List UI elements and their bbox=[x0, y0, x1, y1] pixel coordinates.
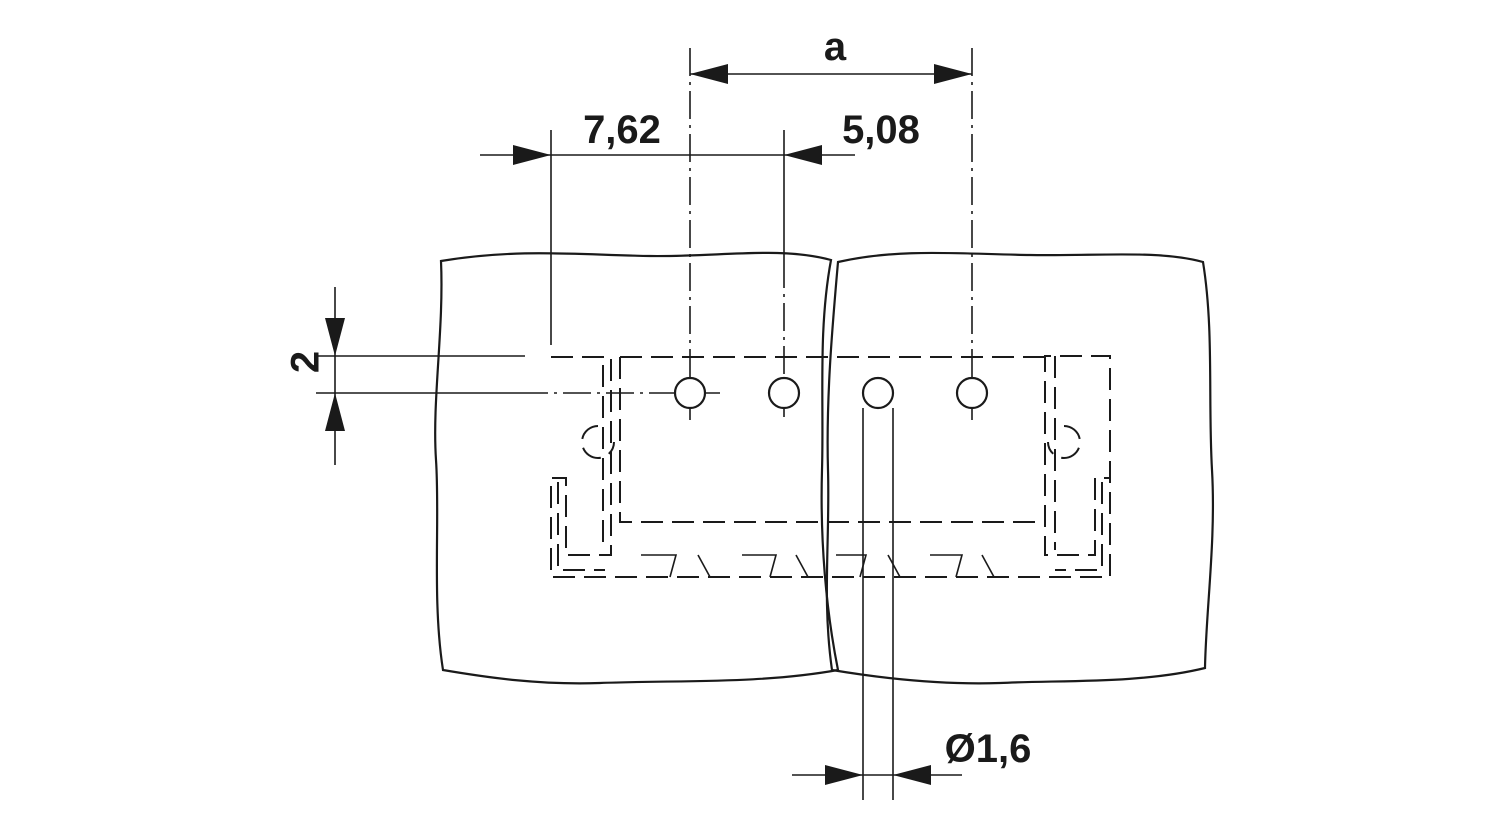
drill-hole-2 bbox=[767, 376, 801, 410]
dimension-offset-left-label: 7,62 bbox=[583, 108, 661, 152]
dimension-offset-right-label: 5,08 bbox=[842, 108, 920, 152]
dimension-hole-diameter: Ø1,6 bbox=[792, 408, 1031, 800]
dimension-hole-diameter-label: Ø1,6 bbox=[945, 727, 1032, 771]
board-right bbox=[825, 251, 1215, 685]
board-left bbox=[434, 251, 840, 685]
dimension-pitch: a bbox=[690, 25, 972, 84]
connector-footprint bbox=[550, 355, 1111, 578]
dimension-offsets: 7,62 5,08 bbox=[480, 108, 920, 165]
drill-holes bbox=[673, 376, 989, 410]
drill-hole-4 bbox=[955, 376, 989, 410]
centre-lines bbox=[520, 48, 973, 420]
drill-hole-3 bbox=[861, 376, 895, 410]
drill-hole-1 bbox=[673, 376, 707, 410]
dimension-row-offset: 2 bbox=[284, 287, 525, 465]
dimension-pitch-label: a bbox=[824, 25, 847, 69]
dimension-row-offset-label: 2 bbox=[284, 351, 328, 373]
